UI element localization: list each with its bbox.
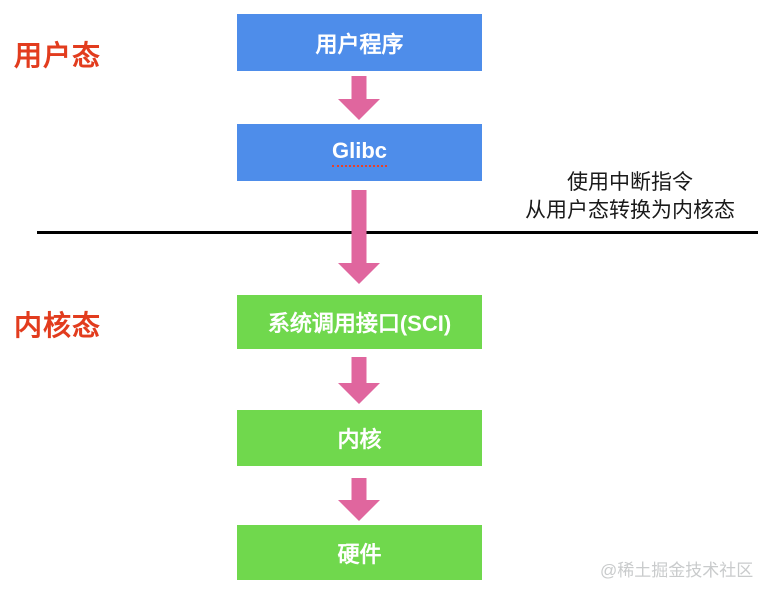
box-system-call-interface-label: 系统调用接口(SCI) [267,311,452,336]
transition-note-line2: 从用户态转换为内核态 [525,199,735,222]
box-glibc-label: Glibc [331,138,387,167]
arrow-down-icon [338,357,380,404]
arrow-down-mode-transition-icon [338,190,380,284]
watermark: @稀土掘金技术社区 [600,561,754,580]
arrow-head [338,99,380,120]
arrow-down-icon [338,76,380,120]
arrow-stem [351,357,367,384]
box-system-call-interface: 系统调用接口(SCI) [237,295,482,349]
label-kernel-mode: 内核态 [14,310,102,341]
box-hardware-label: 硬件 [337,541,382,567]
box-kernel-label: 内核 [337,427,382,452]
arrow-head [338,500,380,521]
arrow-down-icon [338,478,380,521]
box-glibc: Glibc [237,124,482,181]
box-kernel: 内核 [237,410,482,466]
arrow-head [338,383,380,404]
arrow-head [338,263,380,284]
box-user-program: 用户程序 [237,14,482,71]
transition-note-line1: 使用中断指令 [567,171,693,194]
box-hardware: 硬件 [237,525,482,580]
mode-divider-line [37,231,758,234]
box-user-program-label: 用户程序 [315,31,404,57]
label-user-mode: 用户态 [14,40,102,71]
arrow-stem [351,76,367,100]
transition-note: 使用中断指令 从用户态转换为内核态 [500,169,760,225]
arrow-stem [351,190,367,264]
arrow-stem [351,478,367,501]
